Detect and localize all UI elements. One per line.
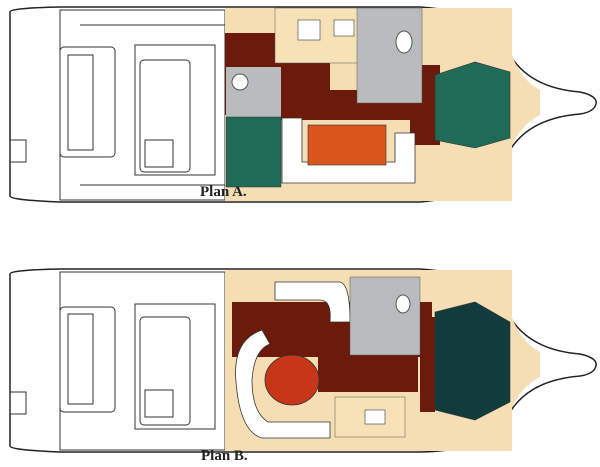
plan-a-cabin [225, 7, 540, 201]
plan-b-curved-settee [235, 329, 331, 439]
plan-b-layout [9, 268, 597, 453]
plan-a-v-berth [434, 61, 511, 149]
plan-b-head [349, 276, 421, 356]
plan-b-label: Plan B. [201, 448, 248, 464]
plan-b-forward-settee [274, 281, 351, 323]
plan-b-v-berth [434, 301, 511, 421]
plan-a-head-aft [226, 67, 281, 117]
plan-a-aft-berth [225, 116, 282, 188]
plan-b-cockpit [9, 271, 226, 451]
plan-a-settee [281, 117, 416, 184]
plan-b-dinette-table [264, 354, 320, 406]
plan-a-layout [9, 6, 597, 203]
plan-b-cabin [225, 270, 540, 451]
plan-a-dinette [307, 124, 387, 166]
plan-a-label: Plan A. [200, 184, 247, 200]
plan-a-head-forward [356, 7, 423, 104]
